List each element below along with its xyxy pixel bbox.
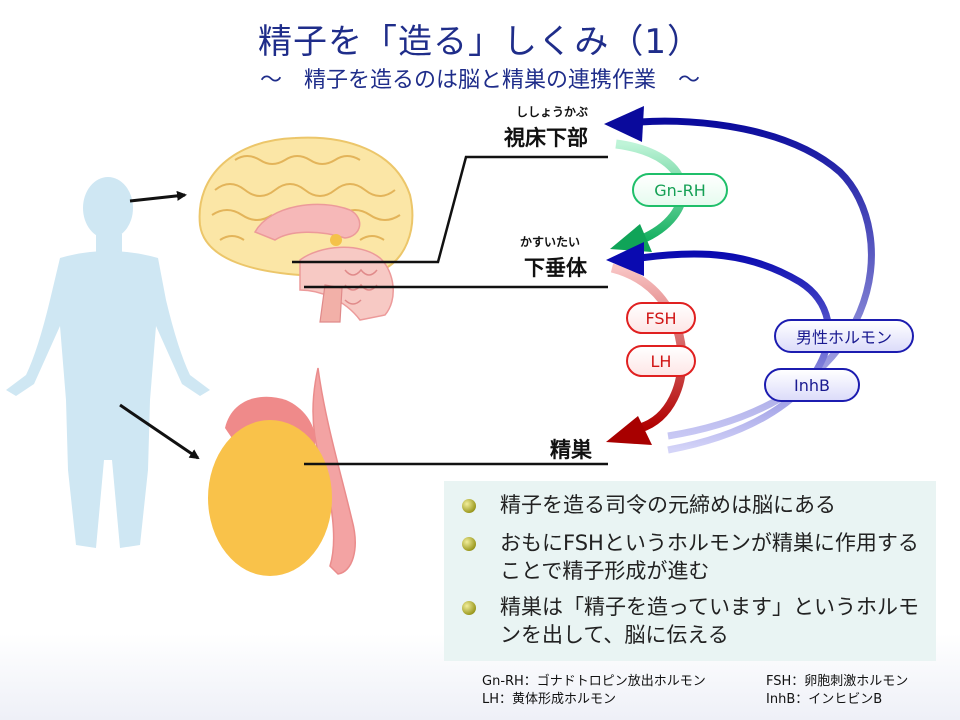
footnote-fsh: FSH：卵胞刺激ホルモン	[766, 674, 909, 689]
summary-bullet-3: 精巣は「精子を造っています」というホルモンを出して、脳に伝える	[462, 593, 922, 649]
bullet-dot-icon	[462, 499, 476, 513]
hypothalamus-leader-line	[292, 155, 608, 264]
testosterone-badge: 男性ホルモン	[774, 319, 914, 353]
inhb-arrow-head	[606, 242, 644, 276]
bullet-dot-icon	[462, 537, 476, 551]
footnote-gnrh: Gn-RH：ゴナドトロピン放出ホルモン	[482, 674, 706, 689]
pituitary-label: 下垂体	[524, 256, 587, 280]
testis-illustration	[208, 367, 356, 576]
fsh-badge: FSH	[626, 302, 696, 334]
summary-bullet-1: 精子を造る司令の元締めは脳にある	[462, 491, 922, 519]
inhb-badge: InhB	[764, 368, 860, 402]
lh-badge: LH	[626, 345, 696, 377]
summary-box: 精子を造る司令の元締めは脳にある おもにFSHというホルモンが精巣に作用すること…	[444, 481, 936, 661]
groin-pointer-arrow	[119, 403, 200, 460]
bullet-dot-icon	[462, 601, 476, 615]
head-pointer-arrow	[129, 190, 187, 203]
footnote-lh: LH：黄体形成ホルモン	[482, 692, 617, 707]
hypothalamus-label: 視床下部	[504, 126, 588, 150]
pituitary-ruby: かすいたい	[520, 235, 581, 249]
inhb-arrow-shaft	[639, 250, 833, 454]
page-title: 精子を「造る」しくみ（1）	[258, 22, 702, 62]
hypothalamus-ruby: ししょうかぶ	[516, 105, 589, 119]
footnote-inhb: InhB：インヒビンB	[766, 692, 883, 707]
gnrh-arrow-head	[610, 224, 652, 252]
summary-bullet-2: おもにFSHというホルモンが精巣に作用することで精子形成が進む	[462, 529, 922, 585]
page-subtitle: ～ 精子を造るのは脳と精巣の連携作業 ～	[259, 68, 700, 93]
brain-illustration	[198, 136, 414, 323]
gnrh-badge: Gn-RH	[632, 173, 728, 207]
human-figure	[6, 177, 210, 548]
testis-label: 精巣	[550, 438, 592, 462]
fsh-lh-arrow-head	[606, 416, 652, 445]
testosterone-arrow-head	[604, 106, 644, 142]
